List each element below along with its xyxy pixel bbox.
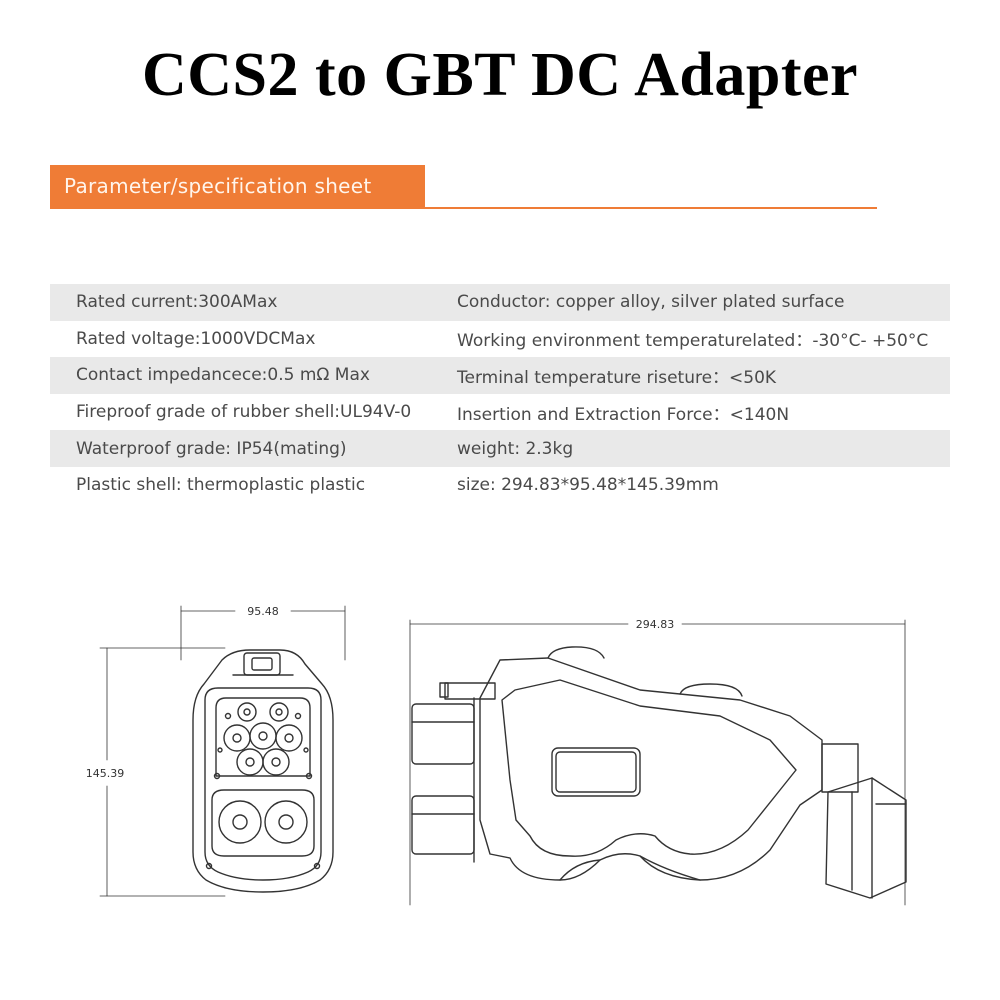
section-divider [50, 207, 877, 209]
technical-drawing: 95.48 145.39 294.83 [86, 605, 907, 906]
spec-label: Conductor: copper alloy, silver plated s… [457, 292, 845, 313]
front-width-dimension: 95.48 [247, 605, 279, 618]
spec-label: Working environment temperaturelated：-30… [457, 331, 929, 352]
spec-row: Waterproof grade: IP54(mating) weight: 2… [50, 430, 950, 467]
spec-label: weight: 2.3kg [457, 438, 574, 459]
spec-label: Fireproof grade of rubber shell:UL94V-0 [76, 402, 412, 423]
front-view-drawing [99, 605, 346, 897]
spec-label: Terminal temperature riseture：<50K [457, 367, 777, 388]
spec-row: Contact impedancece:0.5 mΩ Max Terminal … [50, 357, 950, 394]
spec-row: Rated voltage:1000VDCMax Working environ… [50, 321, 950, 358]
spec-label: Waterproof grade: IP54(mating) [76, 438, 347, 459]
spec-label: Insertion and Extraction Force：<140N [457, 404, 790, 425]
page-title: CCS2 to GBT DC Adapter [141, 41, 859, 109]
side-view-drawing [409, 619, 907, 906]
spec-row: Fireproof grade of rubber shell:UL94V-0 … [50, 394, 950, 431]
front-height-dimension: 145.39 [86, 767, 125, 780]
spec-table: Rated current:300AMax Conductor: copper … [50, 284, 950, 504]
spec-row: Plastic shell: thermoplastic plastic siz… [50, 467, 950, 504]
spec-label: Rated current:300AMax [76, 292, 278, 313]
spec-label: size: 294.83*95.48*145.39mm [457, 475, 719, 496]
side-length-dimension: 294.83 [636, 618, 675, 631]
section-header-bar: Parameter/specification sheet [50, 165, 425, 209]
spec-label: Contact impedancece:0.5 mΩ Max [76, 365, 370, 386]
spec-row: Rated current:300AMax Conductor: copper … [50, 284, 950, 321]
section-heading: Parameter/specification sheet [64, 174, 372, 198]
spec-label: Rated voltage:1000VDCMax [76, 328, 316, 349]
spec-label: Plastic shell: thermoplastic plastic [76, 475, 366, 496]
